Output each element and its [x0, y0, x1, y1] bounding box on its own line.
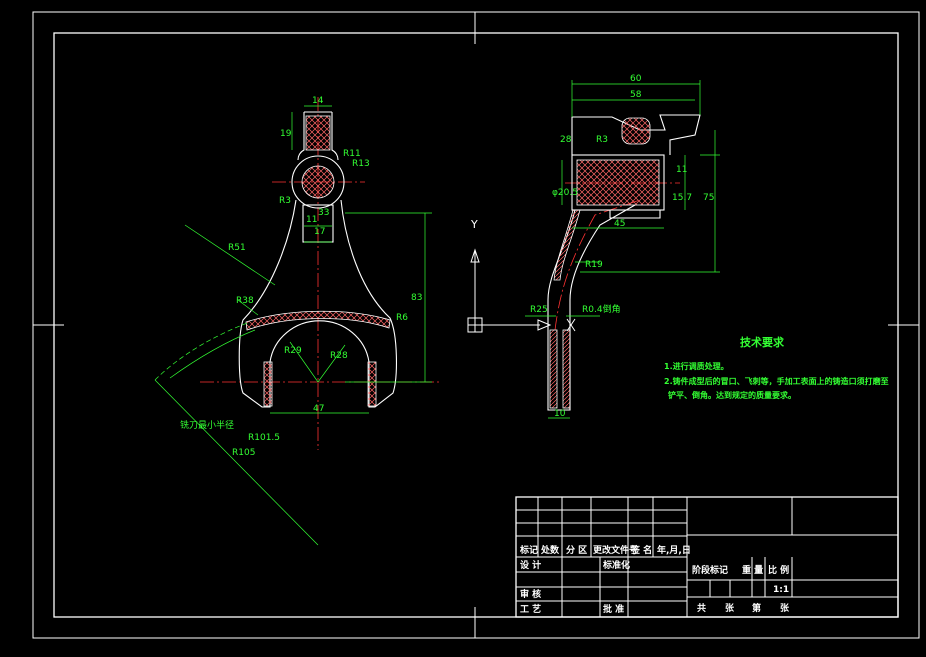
- y-axis-label: Y: [470, 218, 478, 231]
- dim-17: 17: [314, 227, 325, 237]
- dim-r28: R28: [330, 351, 348, 361]
- tech-item-1: 1.进行调质处理。: [664, 361, 729, 371]
- dim-11: 11: [306, 215, 317, 225]
- tb-total: 共: [697, 602, 706, 614]
- dim-r13: R13: [352, 159, 370, 169]
- dim-r25: R25: [530, 305, 548, 315]
- tb-sheets-2: 张: [780, 602, 790, 614]
- tb-stage-mark: 阶段标记: [692, 564, 728, 576]
- drawing-frame: [32, 11, 920, 639]
- dim-chamfer: R0.4倒角: [582, 303, 621, 315]
- tech-requirements: 技术要求 1.进行调质处理。 2.铸件成型后的冒口、飞刺等，手加工表面上的铸造口…: [664, 335, 889, 400]
- dim-side-11: 11: [676, 165, 687, 175]
- dim-45: 45: [614, 219, 625, 229]
- tb-process: 工 艺: [520, 603, 541, 615]
- front-dims: [154, 105, 432, 546]
- tb-signature: 签 名: [630, 544, 652, 556]
- tb-mark: 标记: [519, 544, 538, 556]
- tech-item-2: 2.铸件成型后的冒口、飞刺等，手加工表面上的铸造口须打磨至: [664, 376, 889, 386]
- tb-date: 年,月,日: [657, 544, 691, 556]
- dim-33: 33: [318, 208, 329, 218]
- tb-sheet-no: 第: [752, 602, 761, 614]
- dim-r3: R3: [279, 196, 291, 206]
- dim-75: 75: [703, 193, 714, 203]
- dim-r38: R38: [236, 296, 254, 306]
- tech-item-3: 铲平、倒角。达到规定的质量要求。: [668, 390, 796, 400]
- tb-standardization: 标准化: [602, 559, 630, 571]
- tb-change-doc: 更改文件号: [593, 544, 638, 556]
- front-hatch: [245, 115, 391, 407]
- dim-r105: R105: [232, 448, 255, 458]
- dim-r29: R29: [284, 346, 302, 356]
- dim-15-7: 15.7: [672, 193, 692, 203]
- title-block-text: 标记 处数 分 区 更改文件号 签 名 年,月,日 设 计 标准化 审 核 工 …: [519, 544, 790, 615]
- dim-side-r3: R3: [596, 135, 608, 145]
- tech-title: 技术要求: [740, 335, 785, 349]
- tb-count: 处数: [540, 544, 560, 556]
- tb-scale-label: 比 例: [768, 564, 789, 576]
- side-dim-labels: 60 58 28 R3 φ20.5 11 15.7 75 45 R19 R25 …: [530, 74, 714, 419]
- dim-28: 28: [560, 135, 572, 145]
- dim-phi20-5: φ20.5: [552, 188, 578, 198]
- dim-r11: R11: [343, 149, 361, 159]
- tb-approve: 批 准: [603, 603, 624, 615]
- dim-14: 14: [312, 96, 324, 106]
- dim-60: 60: [630, 74, 642, 84]
- cutter-radius-note: 铣刀最小半径: [180, 419, 234, 431]
- tb-weight: 重 量: [742, 564, 763, 576]
- ucs-icon: [467, 248, 576, 333]
- dim-58: 58: [630, 90, 642, 100]
- dim-47: 47: [313, 404, 324, 414]
- side-hatch: [549, 117, 660, 409]
- tb-zone: 分 区: [566, 544, 587, 556]
- tb-design: 设 计: [520, 559, 541, 571]
- dim-r51: R51: [228, 243, 246, 253]
- dim-r19: R19: [585, 260, 603, 270]
- dim-side-10: 10: [554, 409, 566, 419]
- side-dims: [525, 80, 720, 419]
- side-view: 60 58 28 R3 φ20.5 11 15.7 75 45 R19 R25 …: [525, 74, 720, 419]
- title-block: [515, 496, 899, 618]
- dim-19: 19: [280, 129, 292, 139]
- tb-sheets-1: 张: [725, 602, 735, 614]
- dim-r101-5: R101.5: [248, 433, 280, 443]
- front-view: 14 19 R11 R13 R3 11 33 17 R51 R38 83 R6 …: [154, 96, 440, 546]
- tb-scale-value: 1:1: [773, 585, 789, 595]
- dim-83: 83: [411, 293, 422, 303]
- front-dim-labels: 14 19 R11 R13 R3 11 33 17 R51 R38 83 R6 …: [180, 96, 422, 458]
- dim-r6: R6: [396, 313, 408, 323]
- tb-review: 审 核: [520, 588, 541, 600]
